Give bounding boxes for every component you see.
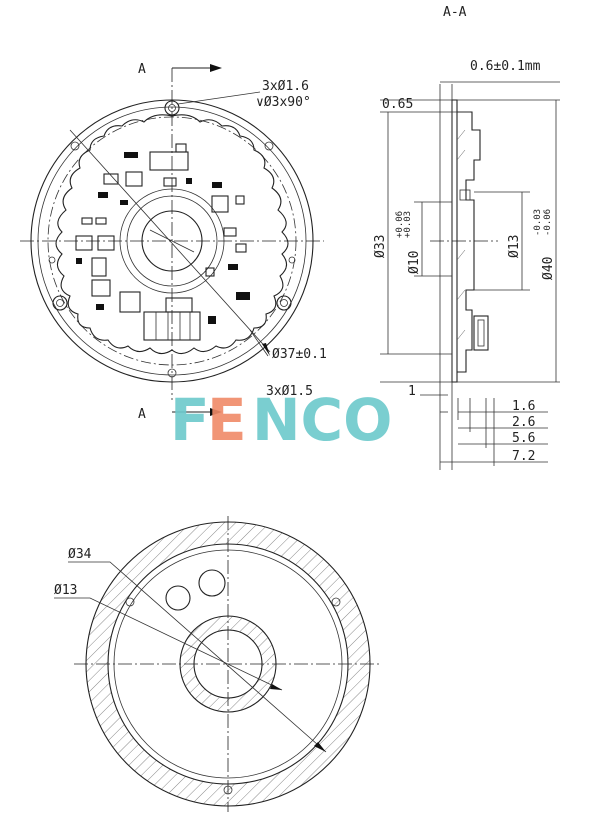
step-dim-label: 0.65: [382, 97, 413, 112]
flange-hole-2: [264, 141, 274, 151]
bottom-hole-large: [198, 569, 226, 597]
top-diag-line: [69, 129, 271, 353]
bottom-holes-dim-label: 3xØ1.5: [266, 384, 313, 399]
watermark-letter-f: F: [170, 386, 210, 454]
pcb-components: [75, 143, 250, 341]
bottom-pin-1: [125, 597, 135, 607]
watermark-letter-e: E: [207, 386, 247, 454]
top-view: [20, 64, 324, 416]
d13-dim-label: Ø13: [507, 235, 522, 258]
pcd-dim-label: Ø37±0.1: [272, 347, 327, 362]
d34-dim-label: Ø34: [68, 547, 92, 562]
d13-leader: [54, 597, 283, 691]
side-body-outline: [457, 111, 481, 373]
flange-hole-1: [70, 141, 80, 151]
bottom-hole-small: [165, 585, 191, 611]
d33-dim-label: Ø33: [373, 235, 388, 258]
countersink-dim-label: ∨Ø3x90°: [256, 95, 311, 110]
section-title: A-A: [443, 5, 467, 20]
fenco-watermark: F E NCO: [170, 386, 392, 454]
side-hatching: [456, 129, 466, 341]
d40-tol-lower: -0.06: [543, 209, 553, 236]
mounting-hole-right: [276, 295, 292, 311]
watermark-letters-nco: NCO: [252, 386, 392, 454]
d10-dim-label: Ø10: [407, 251, 422, 274]
side-section-view: [380, 81, 560, 470]
mounting-hole-left: [52, 295, 68, 311]
side-connector: [473, 315, 489, 351]
bottom-view: [54, 516, 380, 816]
section-marker-top: A: [138, 62, 146, 77]
w1-dim-label: 1.6: [512, 399, 535, 414]
section-arrow-bottom: [172, 408, 222, 416]
bottom-pin-2: [331, 597, 341, 607]
w3-dim-label: 5.6: [512, 431, 535, 446]
bottom-d13-dim-label: Ø13: [54, 583, 77, 598]
d10-tol-upper: +0.06: [395, 211, 405, 238]
holes-leader: [177, 91, 261, 105]
w2-dim-label: 2.6: [512, 415, 535, 430]
flange-dot-2: [288, 256, 296, 264]
thickness-dim-label: 0.6±0.1mm: [470, 59, 541, 74]
flange-dot-1: [48, 256, 56, 264]
d10-tol-lower: +0.03: [403, 211, 413, 238]
section-marker-bottom: A: [138, 407, 146, 422]
gap-dim-label: 1: [408, 384, 416, 399]
w4-dim-label: 7.2: [512, 449, 535, 464]
pcd-leader: [249, 329, 269, 357]
d34-leader: [68, 561, 327, 753]
section-arrow-top: [172, 64, 222, 72]
flange-hole-3: [167, 368, 177, 378]
holes-dim-label: 3xØ1.6: [262, 79, 309, 94]
d40-dim-label: Ø40: [541, 257, 556, 280]
d40-tol-upper: -0.03: [533, 209, 543, 236]
